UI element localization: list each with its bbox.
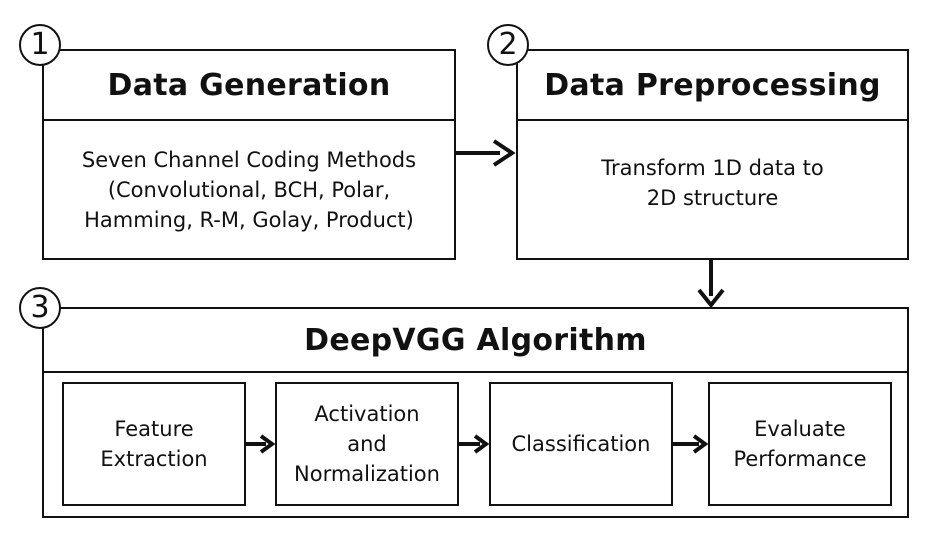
data-preprocessing-box: Data Preprocessing Transform 1D data to …: [516, 49, 909, 260]
arrow-classification-to-evaluate: [673, 434, 709, 454]
step-label-line: Performance: [733, 447, 867, 471]
arrow-feature-to-activation: [246, 434, 276, 454]
arrow-generation-to-preprocessing: [456, 139, 516, 167]
step-label-line: Extraction: [100, 447, 208, 471]
step-label-line: Feature: [114, 417, 194, 441]
step-number-2: 2: [487, 24, 529, 66]
evaluate-performance-step: Evaluate Performance: [708, 382, 892, 506]
step-label-line: Evaluate: [754, 417, 846, 441]
step-number-1: 1: [19, 24, 61, 66]
deepvgg-algorithm-title: DeepVGG Algorithm: [44, 309, 907, 373]
description-line: Hamming, R-M, Golay, Product): [84, 207, 414, 232]
arrow-activation-to-classification: [459, 434, 490, 454]
description-line: (Convolutional, BCH, Polar,: [107, 177, 391, 202]
data-generation-description: Seven Channel Coding Methods (Convolutio…: [44, 121, 454, 258]
step-label-line: Activation: [314, 402, 420, 426]
data-generation-box: Data Generation Seven Channel Coding Met…: [42, 49, 456, 260]
feature-extraction-step: Feature Extraction: [62, 382, 246, 506]
step-label-line: and: [347, 432, 387, 456]
classification-step: Classification: [489, 382, 673, 506]
description-line: Transform 1D data to: [601, 155, 824, 180]
data-preprocessing-title: Data Preprocessing: [518, 51, 907, 121]
data-preprocessing-description: Transform 1D data to 2D structure: [518, 121, 907, 244]
data-generation-title: Data Generation: [44, 51, 454, 121]
step-number-3: 3: [19, 287, 61, 329]
step-label-line: Classification: [511, 432, 651, 456]
activation-normalization-step: Activation and Normalization: [275, 382, 459, 506]
description-line: 2D structure: [646, 185, 779, 210]
description-line: Seven Channel Coding Methods: [81, 147, 417, 172]
step-label-line: Normalization: [294, 462, 440, 486]
arrow-preprocessing-to-deepvgg: [697, 260, 725, 309]
